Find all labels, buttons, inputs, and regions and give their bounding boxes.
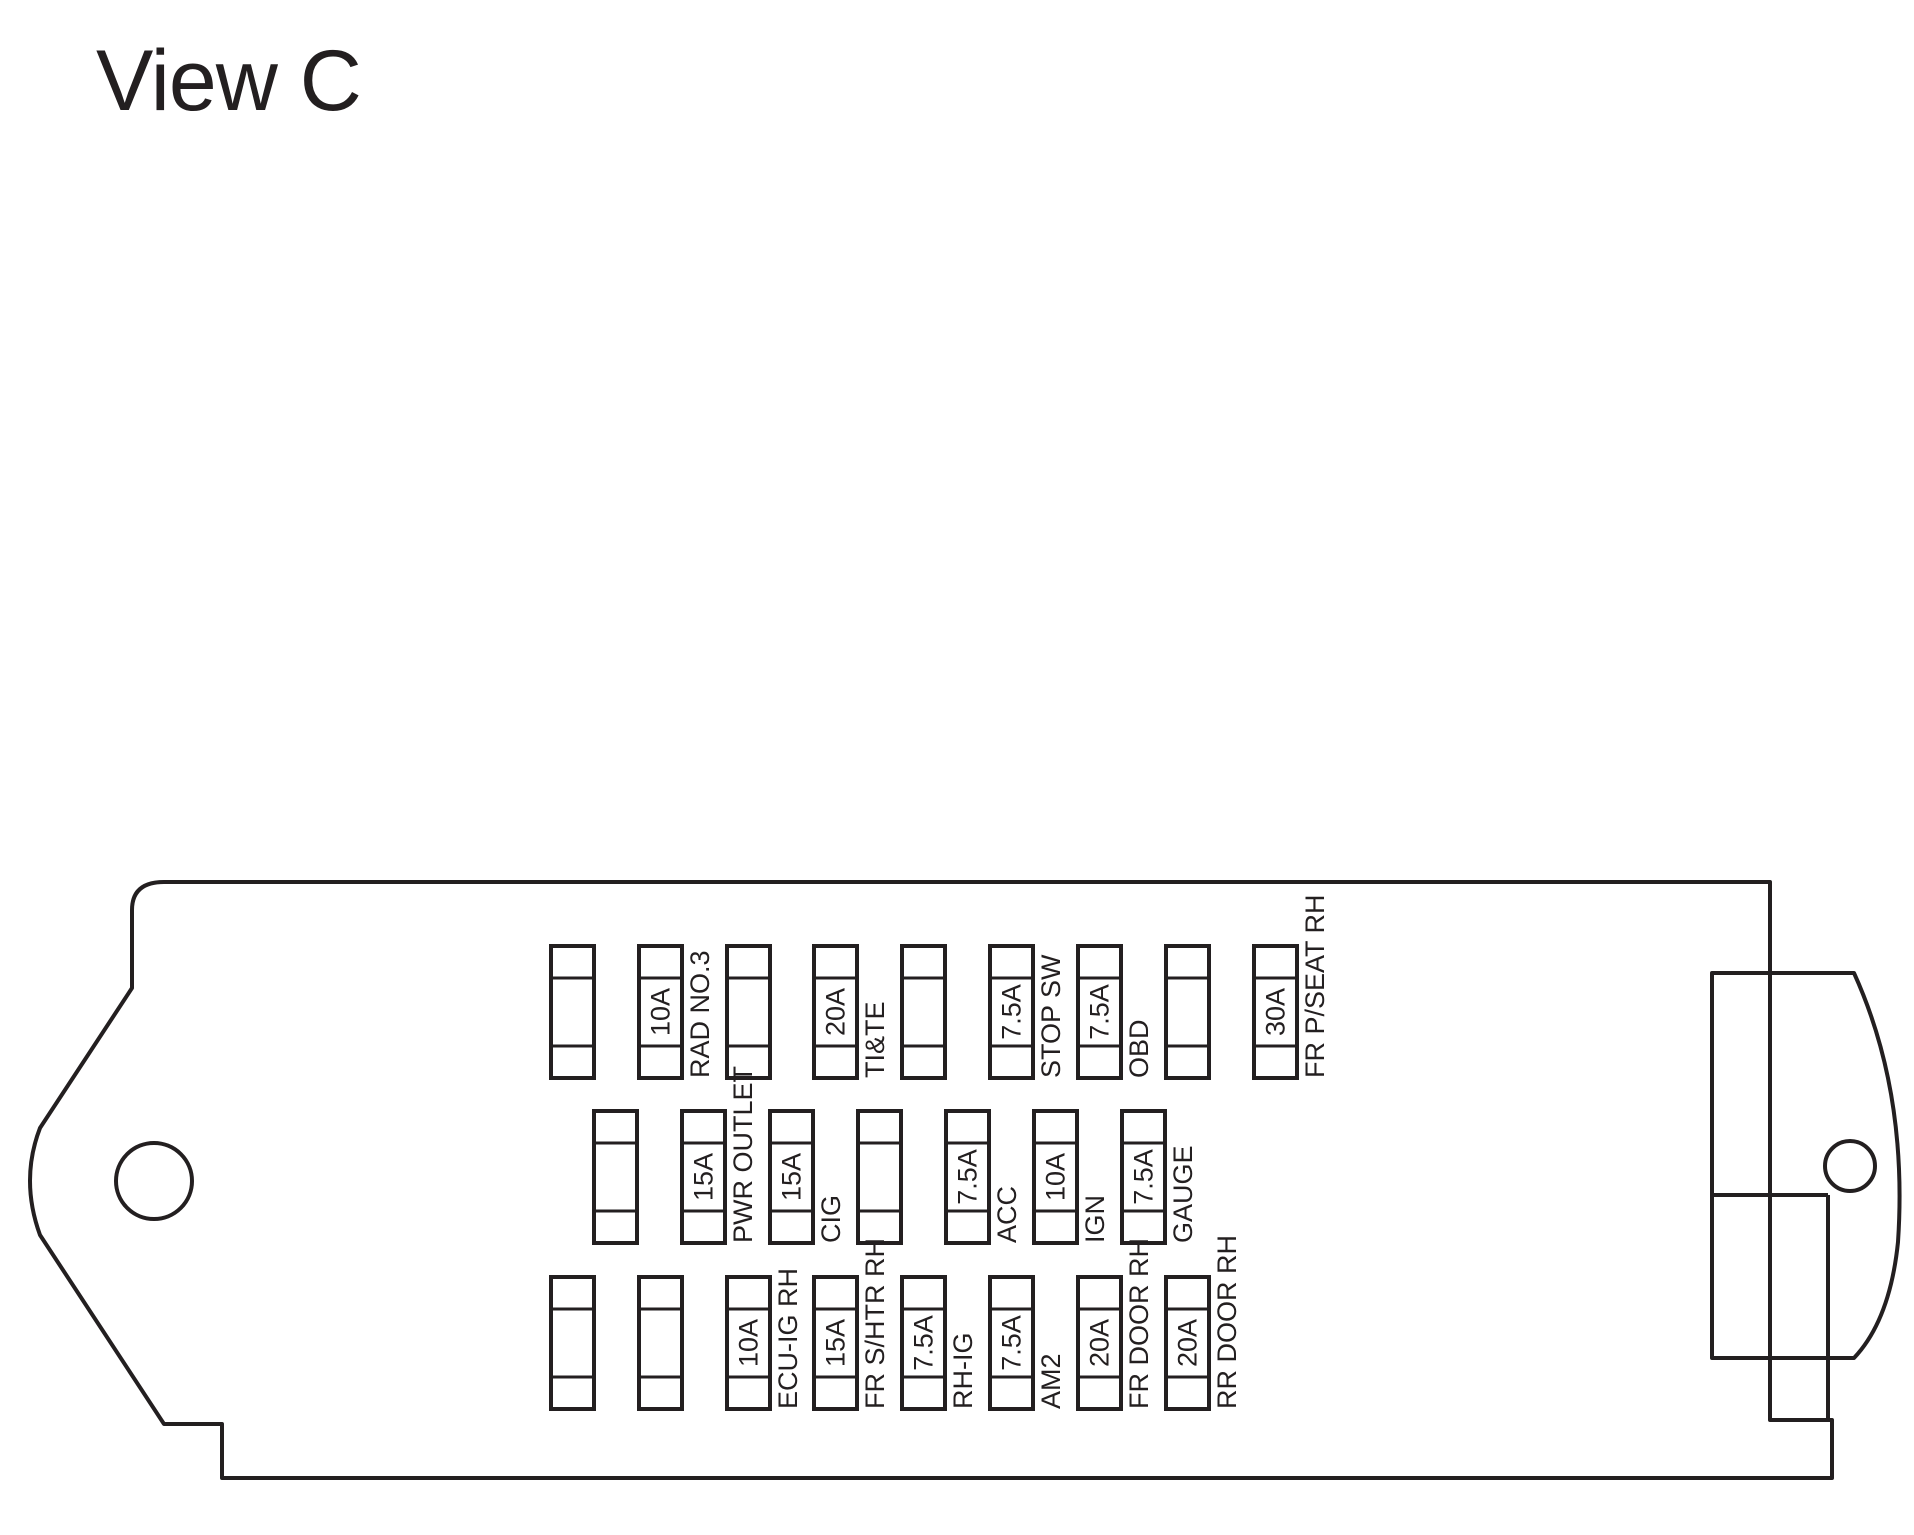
fuse-body [592,1109,639,1245]
fuse-rating: 15A [821,1319,851,1367]
fuse-label: CIG [816,1195,846,1243]
fuse-r2c4 [856,1109,903,1245]
fuse-label: FR P/SEAT RH [1300,894,1330,1078]
fuse-rating: 7.5A [1129,1149,1159,1205]
fuse-rating: 20A [1173,1319,1203,1367]
fuse-rating: 15A [777,1153,807,1201]
fuse-body [1032,1109,1079,1245]
fuse-body [944,1109,991,1245]
fuse-r3c6: 7.5A AM2 [988,1275,1066,1411]
fuse-r3c5: 7.5A RH-IG [900,1275,978,1411]
fuse-r3c2 [637,1275,684,1411]
fuse-label: FR DOOR RH [1124,1238,1154,1409]
fuse-label: IGN [1080,1195,1110,1243]
fuse-r2c7: 7.5A GAUGE [1120,1109,1198,1245]
fuse-body [988,944,1035,1080]
fuse-rating: 30A [1261,988,1291,1036]
fuse-label: RH-IG [948,1333,978,1410]
fuse-body [812,944,859,1080]
fuse-label: STOP SW [1036,954,1066,1078]
fuse-label: GAUGE [1168,1145,1198,1243]
fuse-label: ECU-IG RH [773,1268,803,1409]
fuse-r3c4: 15A FR S/HTR RH [812,1238,890,1411]
left-mounting-hole [114,1141,194,1221]
fuse-label: TI&TE [860,1001,890,1078]
fuse-rating: 7.5A [1085,984,1115,1040]
fuse-rating: 10A [1041,1153,1071,1201]
fuse-body [856,1109,903,1245]
fuse-label: RAD NO.3 [685,950,715,1078]
fuse-r3c3: 10A ECU-IG RH [725,1268,803,1411]
right-mounting-hole [1823,1139,1877,1193]
fuse-body [725,944,772,1080]
fuse-r1c7: 7.5A OBD [1076,944,1154,1080]
fuse-body [988,1275,1035,1411]
fuse-rating: 10A [734,1319,764,1367]
fuse-body [725,1275,772,1411]
fuse-body [549,944,596,1080]
fuse-r3c7: 20A FR DOOR RH [1076,1238,1154,1411]
fuse-label: FR S/HTR RH [860,1238,890,1409]
fuse-r1c1 [549,944,596,1080]
fuse-body [637,1275,684,1411]
fuse-r2c2: 15A PWR OUTLET [680,1066,758,1245]
fuse-body [900,1275,947,1411]
fuse-body [1252,944,1299,1080]
fuse-rating: 7.5A [953,1149,983,1205]
fuse-rating: 7.5A [997,984,1027,1040]
fuse-box-outline [28,880,1834,1480]
fuse-r3c8: 20A RR DOOR RH [1164,1235,1242,1411]
fuse-label: AM2 [1036,1353,1066,1409]
fuse-body [549,1275,596,1411]
fuse-r1c2: 10A RAD NO.3 [637,944,715,1080]
fuse-r1c6: 7.5A STOP SW [988,944,1066,1080]
fuse-group: 10A RAD NO.3 20A TI&TE 7.5A STOP SW 7.5A OBD 30A… [549,894,1330,1411]
fuse-body [1076,1275,1123,1411]
fuse-body [812,1275,859,1411]
fuse-r1c8 [1164,944,1211,1080]
fuse-body [680,1109,727,1245]
fuse-label: OBD [1124,1019,1154,1078]
fuse-rating: 10A [646,988,676,1036]
fuse-r1c3 [725,944,772,1080]
fuse-body [1164,944,1211,1080]
fuse-body [637,944,684,1080]
fuse-r1c5 [900,944,947,1080]
fuse-label: RR DOOR RH [1212,1235,1242,1409]
fuse-rating: 7.5A [997,1315,1027,1371]
fuse-r1c9: 30A FR P/SEAT RH [1252,894,1330,1080]
fuse-r1c4: 20A TI&TE [812,944,890,1080]
fuse-body [1076,944,1123,1080]
fuse-rating: 20A [821,988,851,1036]
fuse-r3c1 [549,1275,596,1411]
right-connector-housing [1710,971,1902,1360]
fuse-body [1120,1109,1167,1245]
fuse-r2c1 [592,1109,639,1245]
fuse-label: ACC [992,1186,1022,1243]
fuse-label: PWR OUTLET [728,1066,758,1243]
view-title: View C [96,33,362,129]
fuse-rating: 20A [1085,1319,1115,1367]
fuse-body [900,944,947,1080]
fuse-body [768,1109,815,1245]
fuse-r2c3: 15A CIG [768,1109,846,1245]
fuse-body [1164,1275,1211,1411]
fuse-rating: 15A [689,1153,719,1201]
fuse-r2c6: 10A IGN [1032,1109,1110,1245]
fuse-rating: 7.5A [909,1315,939,1371]
fuse-r2c5: 7.5A ACC [944,1109,1022,1245]
